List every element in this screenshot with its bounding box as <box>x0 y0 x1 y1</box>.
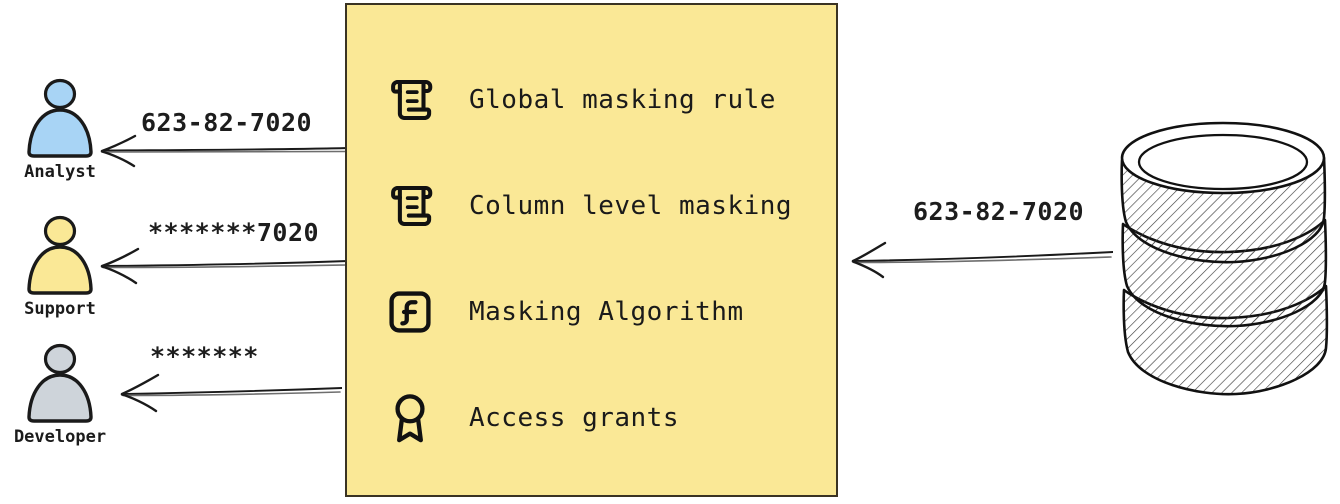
flow-arrow-developer <box>110 370 342 414</box>
flow-arrow-support <box>92 243 348 287</box>
user-icon <box>27 78 93 158</box>
user-icon <box>27 343 93 423</box>
actor-support[interactable]: Support <box>4 215 116 319</box>
policy-item-masking-algorithm[interactable]: Masking Algorithm <box>381 259 826 365</box>
scroll-icon <box>381 177 439 235</box>
scroll-icon <box>381 71 439 129</box>
flow-label-support: *******7020 <box>148 218 320 247</box>
policy-item-global-masking-rule[interactable]: Global masking rule <box>381 47 826 153</box>
function-icon <box>381 283 439 341</box>
flow-arrow-database <box>845 240 1113 280</box>
policy-item-label: Column level masking <box>469 191 793 221</box>
actor-label-developer: Developer <box>13 427 107 447</box>
flow-arrow-analyst <box>92 128 348 172</box>
database-cylinder-icon[interactable] <box>1118 120 1334 398</box>
policy-item-list: Global masking rule Column level masking <box>381 47 826 471</box>
policy-item-label: Global masking rule <box>469 85 776 115</box>
policy-item-access-grants[interactable]: Access grants <box>381 365 826 471</box>
masking-policy-box: Global masking rule Column level masking <box>345 3 838 497</box>
actor-label-support: Support <box>24 299 96 319</box>
policy-item-label: Masking Algorithm <box>469 297 744 327</box>
policy-item-column-level-masking[interactable]: Column level masking <box>381 153 826 259</box>
award-ribbon-icon <box>381 389 439 447</box>
actor-analyst[interactable]: Analyst <box>4 78 116 182</box>
actor-label-analyst: Analyst <box>24 162 96 182</box>
policy-item-label: Access grants <box>469 403 679 433</box>
user-icon <box>27 215 93 295</box>
flow-label-analyst: 623-82-7020 <box>141 108 313 137</box>
flow-label-database: 623-82-7020 <box>913 197 1085 226</box>
actor-developer[interactable]: Developer <box>4 343 116 447</box>
flow-label-developer: ******* <box>150 342 259 371</box>
